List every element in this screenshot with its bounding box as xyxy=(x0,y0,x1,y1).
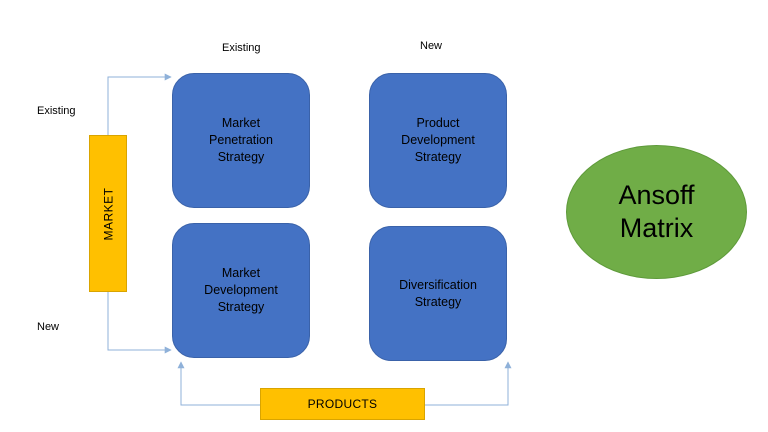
row-label-existing: Existing xyxy=(37,105,76,117)
products-axis-label: PRODUCTS xyxy=(307,397,378,411)
quadrant-market-penetration-label: Market Penetration Strategy xyxy=(209,116,273,164)
quadrant-product-development: Product Development Strategy xyxy=(369,73,507,208)
market-axis-bar: MARKET xyxy=(89,135,127,292)
quadrant-market-development-label: Market Development Strategy xyxy=(204,266,278,314)
arrow-products-to-new xyxy=(425,361,512,406)
column-label-new: New xyxy=(420,40,443,52)
arrow-products-to-existing xyxy=(177,361,260,406)
arrow-market-to-new xyxy=(107,292,172,354)
ansoff-matrix-title: Ansoff Matrix xyxy=(618,180,695,243)
quadrant-diversification: Diversification Strategy xyxy=(369,226,507,361)
quadrant-diversification-label: Diversification Strategy xyxy=(399,277,477,309)
products-axis-bar: PRODUCTS xyxy=(260,388,425,420)
quadrant-market-development: Market Development Strategy xyxy=(172,223,310,358)
row-label-new: New xyxy=(37,321,60,333)
market-axis-label: MARKET xyxy=(101,186,116,241)
quadrant-market-penetration: Market Penetration Strategy xyxy=(172,73,310,208)
column-label-existing: Existing xyxy=(222,42,261,54)
quadrant-product-development-label: Product Development Strategy xyxy=(401,116,475,164)
arrow-market-to-existing xyxy=(107,73,172,135)
ansoff-matrix-title-ellipse: Ansoff Matrix xyxy=(566,145,747,279)
